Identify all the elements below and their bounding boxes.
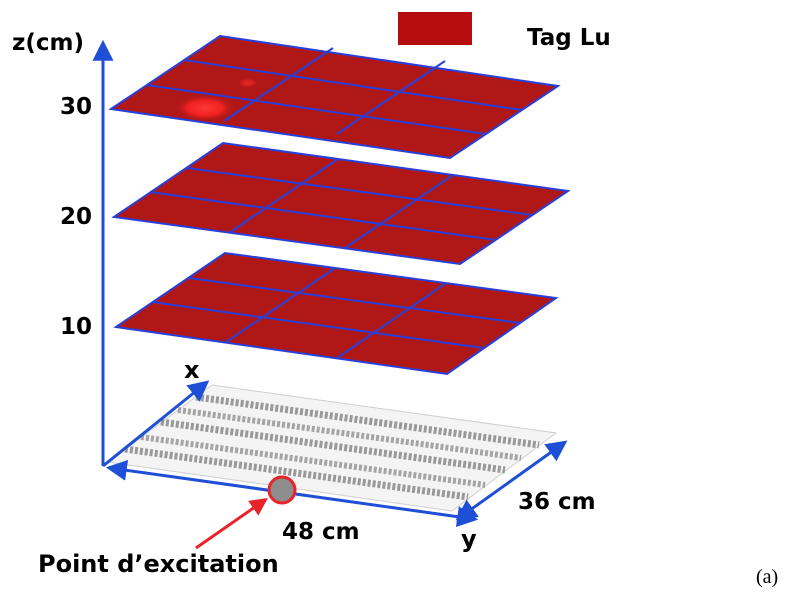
z-tick-10: 10 [60,314,92,340]
z-tick-30: 30 [60,94,92,120]
hotspot [175,95,235,121]
x-dimension [455,440,568,521]
y-length-label: 48 cm [282,519,360,545]
excitation-arrow [195,497,268,550]
plate-z10 [113,251,559,376]
x-axis-label: x [184,356,200,384]
figure-tag: (a) [756,566,778,588]
legend-swatch [398,12,472,45]
legend-label: Tag Lu [527,25,611,51]
excitation-point-marker [267,475,297,505]
y-axis-label: y [461,525,477,553]
plate-z20 [111,141,571,266]
excitation-board [106,384,558,512]
plate-z30 [108,34,561,160]
x-length-label: 36 cm [518,489,596,515]
x-axis [102,380,210,468]
z-tick-20: 20 [60,204,92,230]
excitation-label: Point d’excitation [38,550,279,578]
z-axis-label: z(cm) [12,30,84,56]
